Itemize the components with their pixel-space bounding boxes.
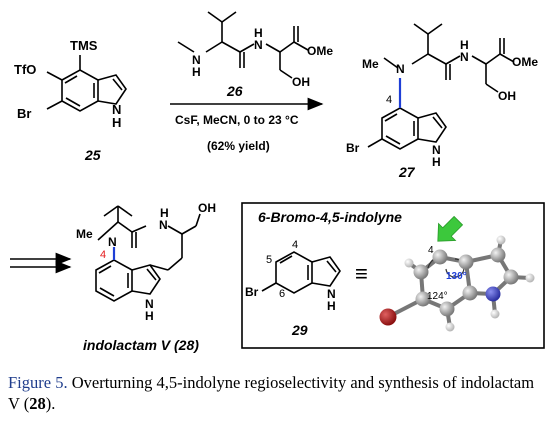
model-position-4: 4 bbox=[428, 245, 434, 256]
conditions-line-1: CsF, MeCN, 0 to 23 °C bbox=[175, 113, 299, 127]
compound-25-number: 25 bbox=[84, 147, 101, 163]
compound-26 bbox=[177, 11, 309, 79]
angle-124: 124° bbox=[427, 291, 448, 302]
reagent-n-label: N bbox=[192, 53, 201, 67]
indolactam-position-4: 4 bbox=[100, 249, 106, 261]
caption-compound-number: 28 bbox=[29, 394, 46, 413]
reagent-amide-h-label: H bbox=[254, 26, 263, 40]
compound-27 bbox=[367, 23, 515, 150]
reagent-oh-label: OH bbox=[292, 75, 310, 89]
equivalence-sign: ≡ bbox=[355, 261, 368, 286]
compound-29-number: 29 bbox=[291, 322, 308, 338]
compound-26-number: 26 bbox=[226, 83, 243, 99]
caption-text-a: Overturning 4,5-indolyne regioselectivit… bbox=[8, 373, 535, 413]
box-indole-n-label: N bbox=[327, 287, 336, 301]
br-label: Br bbox=[17, 106, 31, 121]
indolactam-me-label: Me bbox=[76, 227, 93, 241]
green-arrow-icon bbox=[437, 215, 464, 242]
indole-h-label: H bbox=[112, 115, 121, 130]
compound-25 bbox=[46, 55, 127, 112]
product-ome-label: OMe bbox=[512, 55, 538, 69]
product-indole-h-label: H bbox=[432, 155, 441, 169]
figure-caption: Figure 5. Overturning 4,5-indolyne regio… bbox=[8, 372, 548, 414]
indolactam-indole-h-label: H bbox=[145, 309, 154, 323]
box-position-5: 5 bbox=[266, 254, 272, 266]
indolactam-name: indolactam V (28) bbox=[83, 337, 199, 353]
product-indole-n-label: N bbox=[432, 143, 441, 157]
indolactam-n-label: N bbox=[108, 235, 117, 249]
reagent-ome-label: OMe bbox=[307, 44, 333, 58]
product-position-4: 4 bbox=[386, 94, 392, 106]
product-n-label: N bbox=[396, 62, 405, 76]
angle-130: 130° bbox=[446, 271, 467, 282]
product-amide-h-label: H bbox=[460, 38, 469, 52]
product-br-label: Br bbox=[346, 141, 360, 155]
otf-label: TfO bbox=[14, 62, 36, 77]
reagent-nh-h-label: H bbox=[192, 65, 201, 79]
ball-and-stick-model bbox=[379, 235, 535, 332]
tms-label: TMS bbox=[70, 38, 98, 53]
product-amide-n-label: N bbox=[460, 50, 469, 64]
conditions-line-2: (62% yield) bbox=[207, 139, 270, 153]
compound-28 bbox=[95, 205, 201, 302]
box-br-label: Br bbox=[245, 285, 259, 299]
product-oh-label: OH bbox=[498, 89, 516, 103]
compound-27-number: 27 bbox=[398, 164, 416, 180]
figure-label: Figure 5. bbox=[8, 373, 68, 392]
indolactam-oh-label: OH bbox=[198, 201, 216, 215]
caption-text-b: ). bbox=[45, 394, 56, 413]
product-me-label: Me bbox=[362, 57, 379, 71]
indolactam-nh-h-label: H bbox=[160, 206, 169, 220]
indolactam-indole-n-label: N bbox=[145, 297, 154, 311]
reagent-amide-n-label: N bbox=[254, 38, 263, 52]
indolactam-nh-n-label: N bbox=[159, 218, 168, 232]
indolyne-box bbox=[241, 202, 545, 349]
box-indole-h-label: H bbox=[327, 299, 336, 313]
indolyne-box-title: 6-Bromo-4,5-indolyne bbox=[258, 209, 402, 225]
box-position-4: 4 bbox=[292, 239, 298, 251]
indole-n-label: N bbox=[112, 102, 121, 117]
compound-29 bbox=[261, 251, 341, 294]
box-position-6: 6 bbox=[279, 288, 285, 300]
